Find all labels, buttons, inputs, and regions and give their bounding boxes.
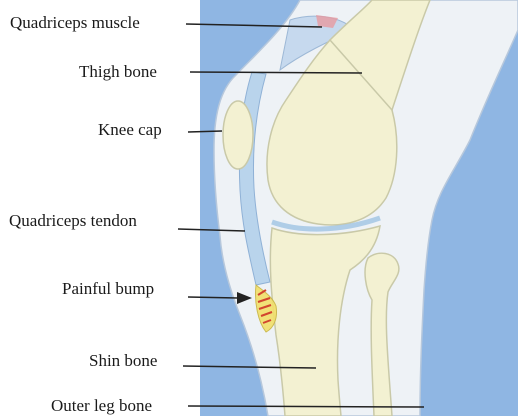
leader-painful-bump <box>188 297 238 298</box>
label-quadriceps-tendon: Quadriceps tendon <box>9 211 137 231</box>
label-painful-bump: Painful bump <box>62 279 154 299</box>
leader-outer-leg-bone <box>188 406 424 407</box>
leader-knee-cap <box>188 131 222 132</box>
kneecap-shape <box>223 101 253 169</box>
label-knee-cap: Knee cap <box>98 120 162 140</box>
label-shin-bone: Shin bone <box>89 351 157 371</box>
label-quadriceps-muscle: Quadriceps muscle <box>10 13 140 33</box>
label-outer-leg-bone: Outer leg bone <box>51 396 152 416</box>
label-thigh-bone: Thigh bone <box>79 62 157 82</box>
leader-thigh-bone <box>190 72 362 73</box>
